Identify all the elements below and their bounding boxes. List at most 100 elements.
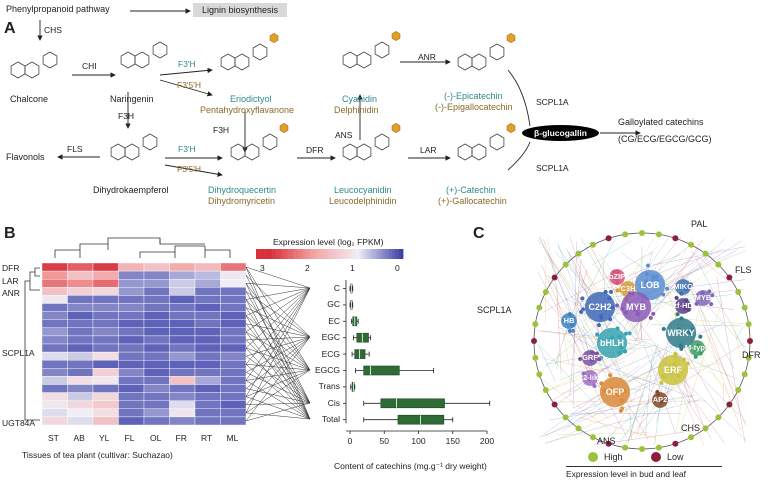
heatmap-cell [220,335,247,345]
dendro-branch [54,249,81,258]
network-edge [537,272,627,437]
a-ring [342,51,358,69]
heatmap-cell [118,262,145,272]
link-line [245,388,311,404]
network-edge [539,365,640,438]
heatmap-cell [67,262,94,272]
link-line [245,336,311,389]
oh-highlight [506,123,516,133]
colorbar-segment [371,249,374,259]
heatmap-cell [220,400,247,410]
heatmap-cell [118,368,145,377]
link-line [245,287,311,397]
a-ring [457,53,473,71]
module-node [594,332,600,337]
c-ring [471,143,487,161]
module-node [650,311,656,317]
network-edge [681,274,735,370]
heatmap-cell [118,287,145,296]
colorbar-segment [313,249,316,259]
heatmap-cell [67,319,94,329]
link-line [245,287,311,333]
col-label: AB [73,433,85,443]
link-line [245,307,311,338]
colorbar-segment [380,249,383,259]
link-line [245,315,311,371]
colorbar-segment [354,249,358,259]
outer-node [551,274,558,281]
heatmap-cell [169,392,196,401]
outer-label-pal: PAL [691,219,708,229]
heatmap-cell [169,295,196,304]
colorbar-segment [394,249,397,259]
chalcone-label: Chalcone [10,94,49,104]
link-line [245,369,311,414]
fls-enzyme: FLS [67,144,83,154]
heatmap-cell [143,327,170,337]
box-xtick-label: 150 [445,436,460,446]
heatmap-cell [118,351,145,361]
heatmap-cell [41,279,68,288]
oh-highlight [506,33,516,43]
network-edge [543,238,589,362]
legend-rule [566,466,722,467]
network-edge [592,240,632,266]
heatmap-cell [92,319,119,329]
outer-node [715,261,722,268]
module-label: M-type [684,343,710,352]
f3h-right-enzyme: F3H [213,125,230,135]
dihydroquercetin-label: Dihydroquecertin [208,185,277,195]
heatmap-cell [143,343,170,353]
epigallocatechin-label: (-)-Epigallocatechin [435,102,513,112]
outer-node [575,425,582,432]
dihydromyricetin-label: Dihydromyricetin [208,196,276,206]
colorbar-tick: 1 [350,263,355,273]
box-xtick-label: 50 [379,436,389,446]
outer-node [688,241,695,248]
colorbar-segment [357,249,360,259]
heatmap-cell [92,311,119,320]
colorbar-segment [364,249,367,259]
a-ring [457,143,473,161]
network-edge [547,238,569,365]
leucocyanidin-label: Leucocyanidin [334,185,392,195]
a-ring [120,51,136,69]
box-xtick-label: 200 [479,436,495,446]
module-core [634,269,666,301]
heatmap-cell [194,360,221,369]
network-edge [556,400,707,403]
heatmap-cell [220,384,247,393]
outer-label-fls: FLS [735,265,752,275]
dendro-branch [107,237,161,244]
heatmap-cell [143,295,170,304]
module-core [596,327,628,359]
outer-node [745,321,752,328]
heatmap-cell [118,400,145,410]
link-line [245,380,311,420]
heatmap-cell [220,360,247,369]
heatmap-cell [41,400,68,410]
heatmap-cell [118,360,145,369]
module-node [608,289,614,295]
heatmap-cell [220,376,247,385]
b-ring [489,133,505,151]
module-node [579,296,585,301]
colorbar-segment [285,249,289,259]
heatmap-cell [118,335,145,345]
heatmap-cell [143,311,170,320]
heatmap-cell [220,311,247,320]
heatmap-cell [194,311,221,320]
heatmap-cell [67,335,94,345]
outer-node [531,338,537,344]
module-label: MYB [694,293,712,302]
outer-node [655,231,662,238]
dendro-branch [159,238,205,245]
heatmap-cell [92,368,119,377]
col-label: OL [150,433,162,443]
oh-highlight [391,31,401,41]
module-core [620,291,652,323]
heatmap-cell [169,335,196,345]
box-category: Total [322,414,340,425]
heatmap-cell [118,270,145,280]
colorbar-segment [272,249,275,259]
